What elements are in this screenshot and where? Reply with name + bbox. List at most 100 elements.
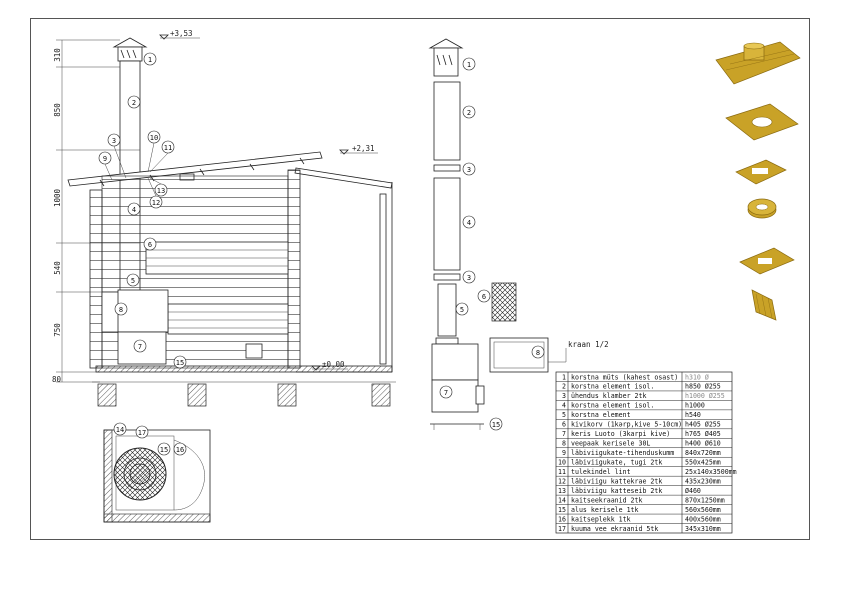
part-number: 10 <box>558 459 566 467</box>
ex-callout-3b: 3 <box>462 270 476 284</box>
svg-text:±0,00: ±0,00 <box>322 360 345 369</box>
callout-8: 8 <box>114 302 128 316</box>
part-number: 3 <box>562 392 566 400</box>
part-number: 17 <box>558 525 566 533</box>
ex-callout-2: 2 <box>462 105 476 119</box>
part-spec: h405 Ø255 <box>685 421 721 429</box>
svg-text:1: 1 <box>148 56 152 64</box>
ex-callout-7: 7 <box>439 385 453 399</box>
svg-text:2: 2 <box>132 99 136 107</box>
svg-text:8: 8 <box>119 306 123 314</box>
svg-text:3: 3 <box>467 274 471 282</box>
svg-text:3: 3 <box>467 166 471 174</box>
level-marker-top: +3,53 <box>159 29 200 40</box>
callout-4: 4 <box>127 202 141 216</box>
plan-detail-view <box>103 429 211 523</box>
svg-text:9: 9 <box>103 155 107 163</box>
part-name: läbiviigukate, tugi 2tk <box>571 459 662 467</box>
brass-parts-illustrations <box>715 41 801 321</box>
callout-17: 17 <box>135 425 149 439</box>
svg-text:5: 5 <box>131 277 135 285</box>
part-spec: 25x140x3500mm <box>685 468 737 476</box>
part-spec: 550x425mm <box>685 459 721 467</box>
dim-310: 310 <box>53 48 62 62</box>
curved-screen-part <box>751 289 777 321</box>
part-spec: h400 Ø610 <box>685 440 721 448</box>
svg-text:+3,53: +3,53 <box>170 29 193 38</box>
part-spec: Ø460 <box>685 487 701 495</box>
part-name: veepaak kerisele 30L <box>571 440 650 448</box>
svg-text:8: 8 <box>536 349 540 357</box>
level-marker-roof: +2,31 <box>339 144 378 155</box>
ex-callout-6: 6 <box>477 289 491 303</box>
parts-table-row: 10 läbiviigukate, tugi 2tk 550x425mm <box>556 459 732 467</box>
ex-callout-15: 15 <box>489 417 503 431</box>
ex-callout-8: 8 <box>531 345 545 359</box>
svg-text:17: 17 <box>138 429 146 437</box>
sheet-frame <box>30 18 810 540</box>
part-number: 12 <box>558 477 566 485</box>
callout-10: 10 <box>147 130 161 144</box>
svg-text:12: 12 <box>152 199 160 207</box>
section-callouts: 1 2 3 10 11 9 13 12 4 6 5 8 7 15 <box>98 52 187 369</box>
part-number: 14 <box>558 496 566 504</box>
dim-1000: 1000 <box>53 188 62 207</box>
washer-part <box>739 247 795 275</box>
plan-callouts: 14 17 15 16 <box>113 422 187 456</box>
sauna-section-view <box>67 37 396 407</box>
part-spec: 560x560mm <box>685 506 721 514</box>
tape-roll-part <box>747 198 777 219</box>
svg-text:3: 3 <box>112 137 116 145</box>
part-name: läbiviigu kattekrae 2tk <box>571 477 662 485</box>
part-spec: 400x560mm <box>685 515 721 523</box>
parts-table-row: 1 korstna müts (kahest osast) h310 Ø <box>556 373 732 382</box>
svg-text:16: 16 <box>176 446 184 454</box>
part-number: 5 <box>562 411 566 419</box>
part-spec: 840x720mm <box>685 449 721 457</box>
ex-callout-4: 4 <box>462 215 476 229</box>
part-spec: h310 Ø <box>685 373 709 381</box>
part-name: kaitseplekk 1tk <box>571 515 631 523</box>
valve-label: kraan 1/2 <box>568 340 609 349</box>
part-spec: h1000 Ø255 <box>685 392 725 400</box>
svg-text:15: 15 <box>492 421 500 429</box>
part-name: korstna element <box>571 411 631 419</box>
callout-2: 2 <box>127 95 141 109</box>
svg-text:13: 13 <box>157 187 165 195</box>
part-number: 7 <box>562 430 566 438</box>
part-name: korstna müts (kahest osast) <box>571 373 678 381</box>
parts-table: 1 korstna müts (kahest osast) h310 Ø 2 korst… <box>555 371 737 534</box>
part-name: korstna element isol. <box>571 383 654 391</box>
dim-80: 80 <box>52 375 62 384</box>
part-spec: h1000 <box>685 402 705 410</box>
callout-7: 7 <box>133 339 147 353</box>
callout-3: 3 <box>107 133 121 147</box>
dim-750: 750 <box>53 323 62 337</box>
part-spec: 870x1250mm <box>685 496 725 504</box>
part-spec: h540 <box>685 411 701 419</box>
callout-5: 5 <box>126 273 140 287</box>
part-name: läbiviigu katteseib 2tk <box>571 487 662 495</box>
part-spec: 345x310mm <box>685 525 721 533</box>
callout-16: 16 <box>173 442 187 456</box>
svg-text:15: 15 <box>176 359 184 367</box>
callout-15b: 15 <box>157 442 171 456</box>
exploded-parts-view: kraan 1/2 <box>428 38 609 430</box>
svg-text:7: 7 <box>138 343 142 351</box>
cover-plate-part <box>725 103 799 141</box>
part-number: 2 <box>562 383 566 391</box>
collar-part <box>735 159 787 185</box>
part-number: 1 <box>562 373 566 381</box>
